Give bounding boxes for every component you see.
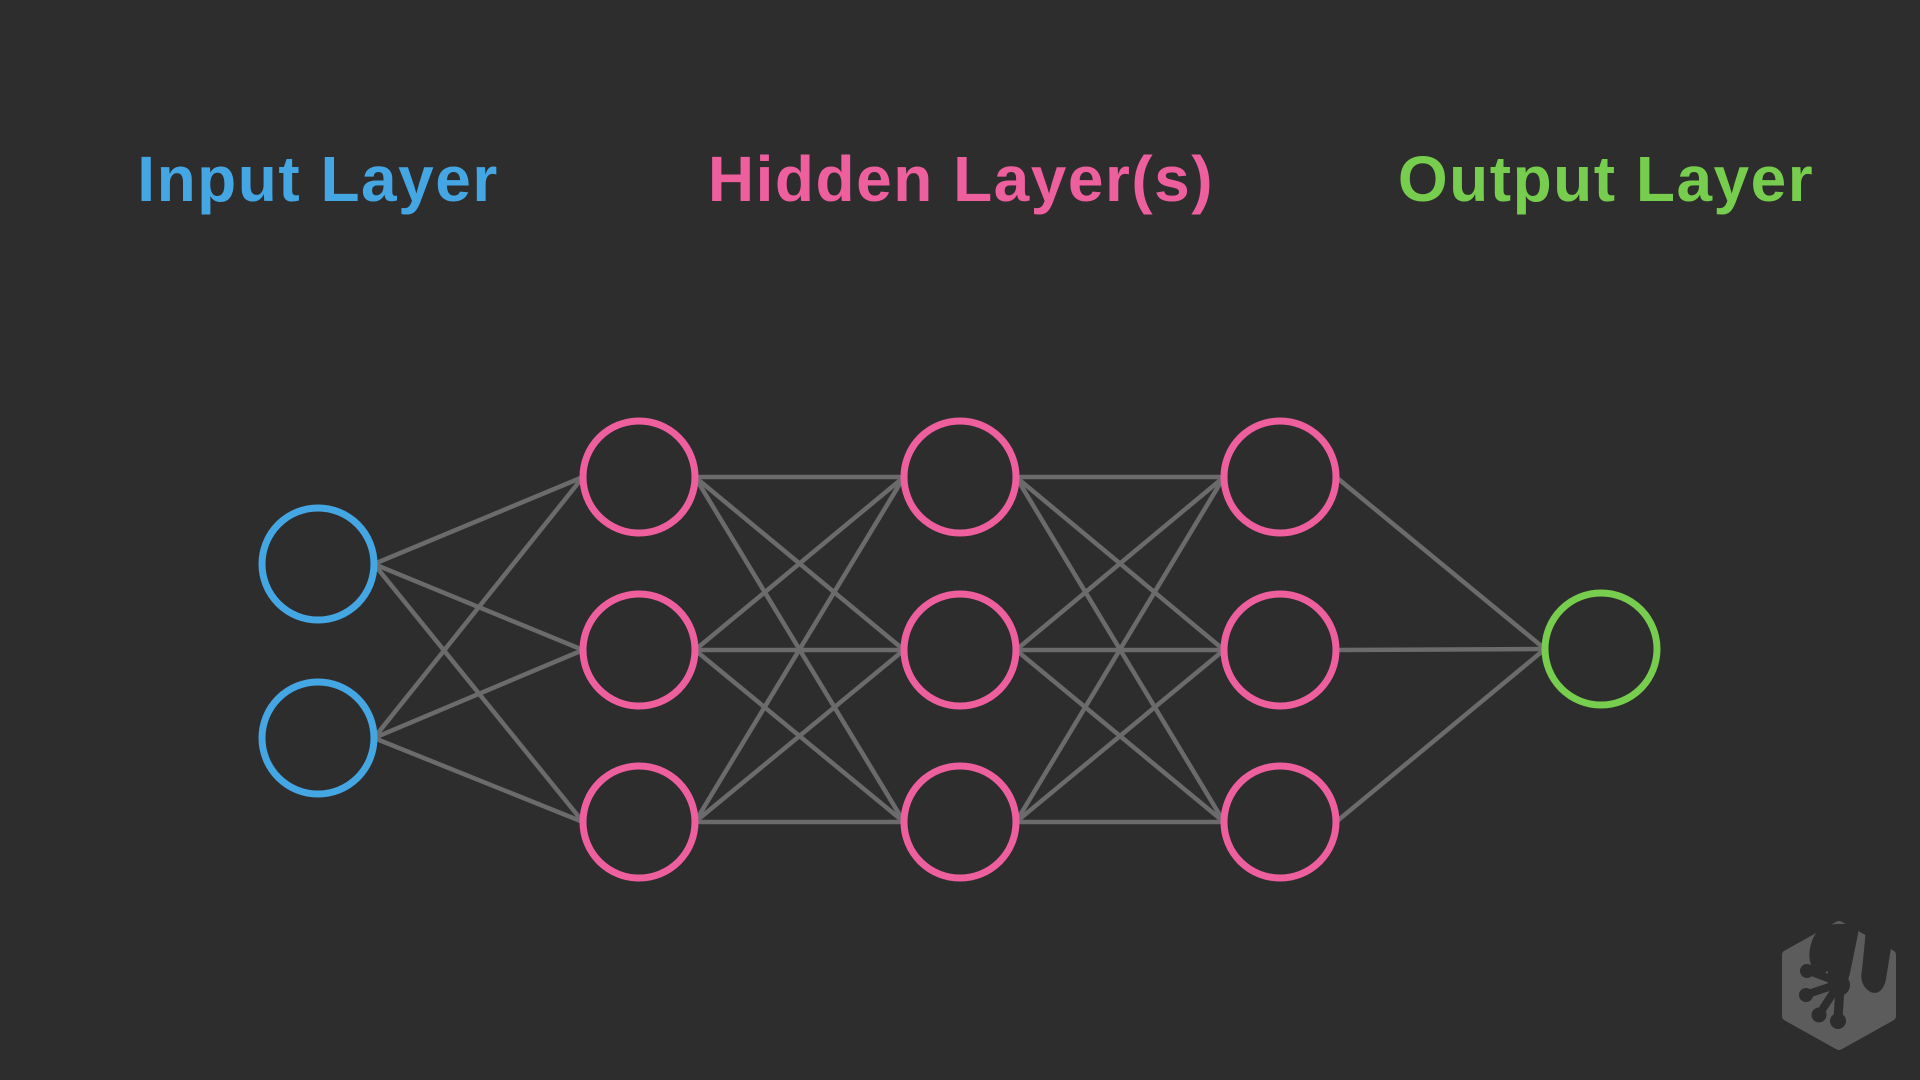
hidden-3-node bbox=[1220, 762, 1340, 882]
nodes-group bbox=[258, 417, 1661, 882]
hidden-layer-title: Hidden Layer(s) bbox=[708, 143, 1214, 215]
output-node bbox=[1541, 589, 1661, 709]
edge-input-to-hidden-1 bbox=[373, 474, 584, 567]
hidden-1-node bbox=[579, 590, 699, 710]
edge-hidden-2-to-hidden-3 bbox=[1014, 648, 1226, 824]
hidden-3-node bbox=[1220, 417, 1340, 537]
hidden-2-node bbox=[900, 417, 1020, 537]
hidden-2-node bbox=[900, 590, 1020, 710]
hidden-3-node bbox=[1220, 590, 1340, 710]
edge-hidden-1-to-hidden-2 bbox=[693, 475, 906, 652]
hidden-1-node bbox=[579, 762, 699, 882]
hidden-2-node bbox=[900, 762, 1020, 882]
edges-group bbox=[372, 474, 1547, 825]
layer-titles: Input Layer Hidden Layer(s) Output Layer bbox=[137, 143, 1814, 215]
edge-hidden-3-to-output bbox=[1335, 646, 1546, 653]
logo-foot-top bbox=[1809, 924, 1859, 986]
input-layer-title: Input Layer bbox=[137, 143, 498, 215]
treehouse-logo bbox=[1782, 921, 1896, 1050]
edge-hidden-3-to-output bbox=[1334, 647, 1547, 824]
output-layer-title: Output Layer bbox=[1398, 143, 1814, 215]
edge-hidden-1-to-hidden-2 bbox=[693, 475, 906, 824]
edge-hidden-2-to-hidden-3 bbox=[1014, 475, 1226, 652]
edge-input-to-hidden-1 bbox=[372, 475, 585, 740]
edge-hidden-1-to-hidden-2 bbox=[693, 648, 906, 824]
edge-input-to-hidden-1 bbox=[373, 647, 584, 741]
hidden-1-node bbox=[579, 417, 699, 537]
input-node bbox=[258, 678, 378, 798]
edge-hidden-2-to-hidden-3 bbox=[1014, 475, 1226, 824]
logo-toe-lower-left-tip bbox=[1811, 1007, 1827, 1023]
logo-toe-upper-left-tip bbox=[1800, 964, 1814, 978]
edge-hidden-3-to-output bbox=[1334, 475, 1547, 651]
logo-toe-bottom-tip bbox=[1830, 1013, 1846, 1029]
input-node bbox=[258, 504, 378, 624]
edge-input-to-hidden-1 bbox=[373, 735, 584, 825]
logo-toe-left-tip bbox=[1799, 988, 1813, 1002]
logo-foot-right-notch bbox=[1861, 932, 1891, 993]
